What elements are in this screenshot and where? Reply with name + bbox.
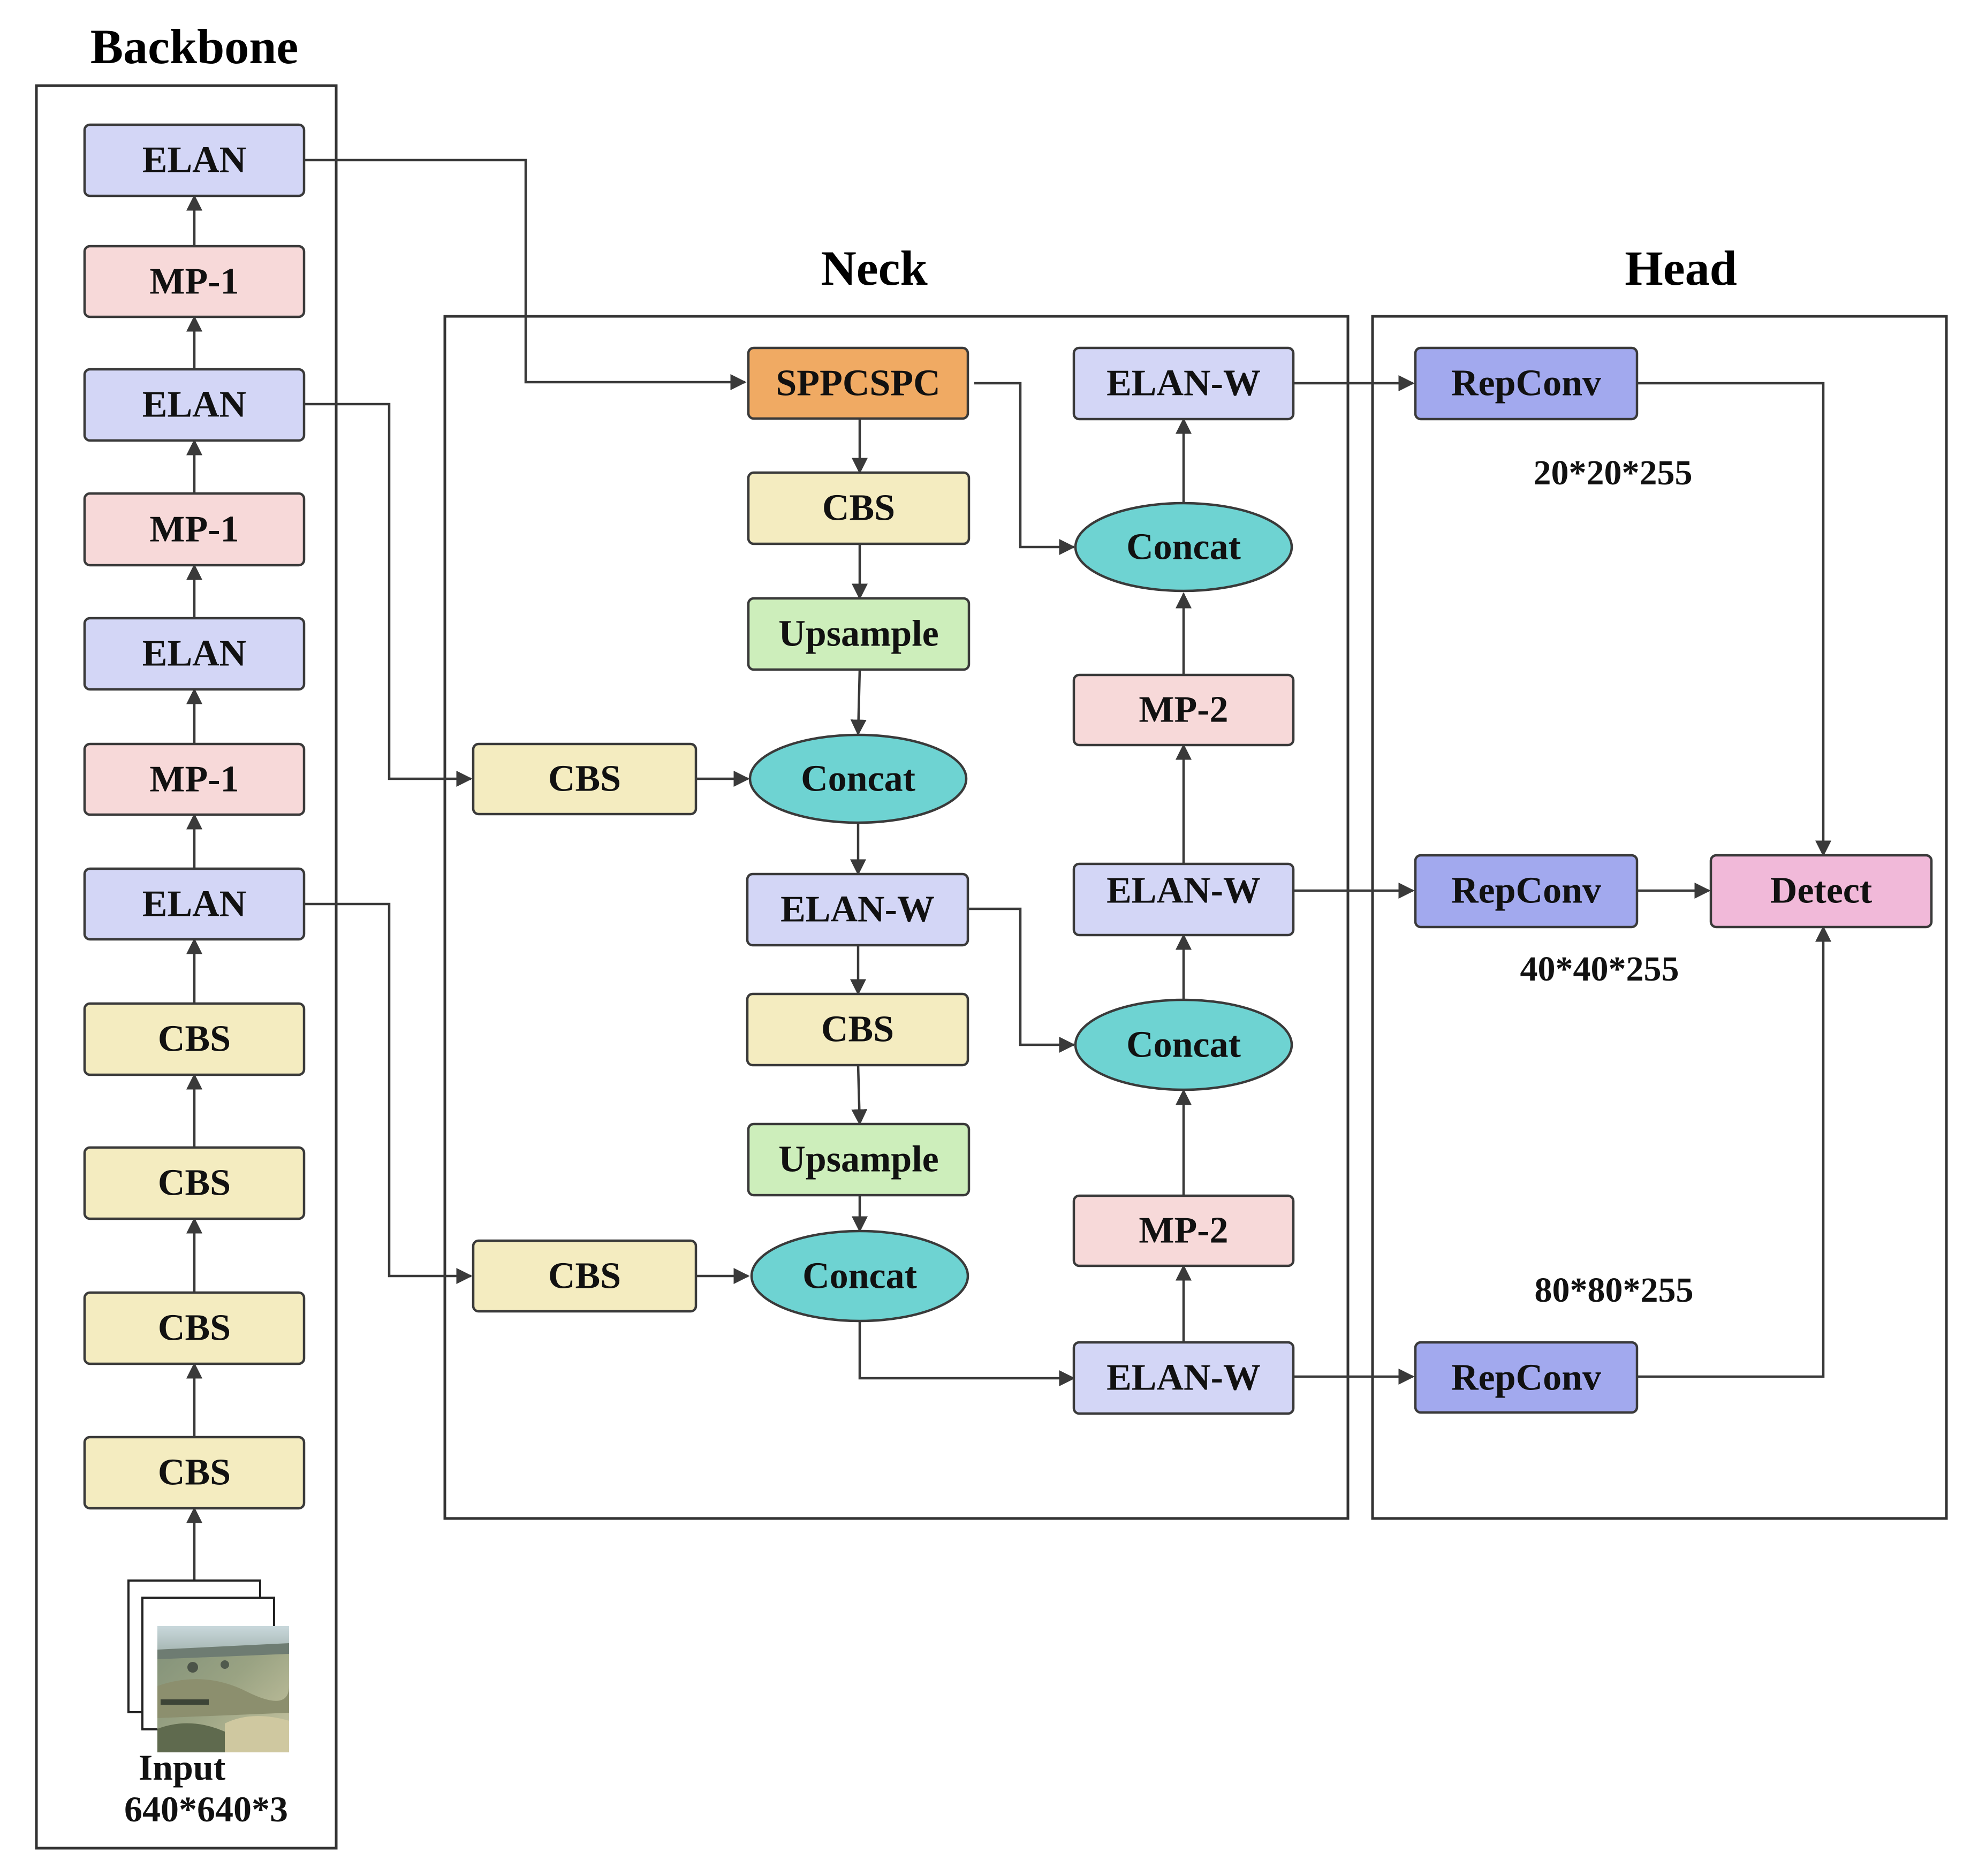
- backbone-elan-4: ELAN: [83, 123, 306, 198]
- neck-cbs-a-label: CBS: [822, 488, 895, 529]
- edge-elan4-sppcspc: [304, 158, 747, 390]
- neck-upsample-a: Upsample: [747, 597, 971, 671]
- edge-cbs-upsample2: [851, 1065, 868, 1126]
- neck-cbs-a: CBS: [747, 471, 971, 545]
- head-repconv-bottom: RepConv: [1414, 1341, 1639, 1414]
- edge-repconv-bottom-detect: [1637, 925, 1831, 1378]
- neck-elanw-a: ELAN-W: [746, 872, 969, 947]
- backbone-title: Backbone: [90, 19, 299, 74]
- neck-elanw-mid: ELAN-W: [1072, 862, 1295, 937]
- head-repconv-top: RepConv: [1414, 346, 1639, 421]
- neck-frame: [443, 315, 1350, 1520]
- neck-lateral-cbs-2: CBS: [472, 1239, 698, 1313]
- head-repconv-top-label: RepConv: [1451, 363, 1601, 404]
- head-title: Head: [1625, 241, 1737, 295]
- backbone-elan-4-label: ELAN: [142, 140, 246, 181]
- backbone-cbs-4-label: CBS: [158, 1019, 231, 1060]
- edge-elan1-cbs-lateral2: [304, 902, 473, 1284]
- neck-lateral-cbs-1: CBS: [472, 742, 698, 816]
- backbone-elan-1-label: ELAN: [142, 884, 246, 925]
- neck-concat-top-label: Concat: [1126, 527, 1241, 568]
- neck-elanw-bottom: ELAN-W: [1072, 1341, 1295, 1415]
- head-repconv-mid: RepConv: [1414, 854, 1639, 929]
- neck-mp2-top: MP-2: [1072, 673, 1295, 747]
- edge-elan3-cbs-lateral1: [304, 402, 473, 787]
- edge-sppcspc-concat-top: [974, 382, 1075, 555]
- backbone-mp1-1-label: MP-1: [149, 759, 239, 800]
- neck-elanw-top-label: ELAN-W: [1106, 363, 1261, 404]
- backbone-mp1-3-label: MP-1: [149, 261, 239, 302]
- edge-upsample-concat: [850, 669, 867, 736]
- input-size: 640*640*3: [124, 1789, 288, 1829]
- backbone-elan-2-label: ELAN: [142, 633, 246, 674]
- backbone-elan-3-label: ELAN: [142, 384, 246, 426]
- neck-elanw-bottom-label: ELAN-W: [1106, 1357, 1261, 1399]
- neck-concat-a: Concat: [748, 733, 968, 824]
- neck-concat-b: Concat: [750, 1229, 969, 1323]
- neck-mp2-bottom-label: MP-2: [1139, 1210, 1228, 1251]
- neck-elanw-a-label: ELAN-W: [780, 889, 935, 930]
- neck-upsample-a-label: Upsample: [778, 613, 938, 655]
- backbone-nodes: ELAN MP-1 ELAN MP-1 ELAN MP-1 ELAN CBS: [83, 123, 306, 1829]
- input-label: Input: [139, 1747, 226, 1788]
- head-dim-bottom: 80*80*255: [1535, 1271, 1694, 1310]
- edge-repconv-top-detect: [1637, 382, 1831, 857]
- neck-sppcspc: SPPCSPC: [747, 346, 969, 420]
- head-frame: [1371, 315, 1948, 1520]
- input-photo: [157, 1626, 289, 1752]
- backbone-cbs-2: CBS: [83, 1291, 306, 1365]
- backbone-cbs-3: CBS: [83, 1146, 306, 1220]
- backbone-elan-3: ELAN: [83, 368, 306, 442]
- edge-concat2-elanw-bottom: [858, 1321, 1075, 1386]
- head-dim-top: 20*20*255: [1534, 453, 1693, 492]
- neck-cbs-b-label: CBS: [821, 1009, 894, 1050]
- neck-concat-mid-label: Concat: [1126, 1024, 1241, 1066]
- neck-mp2-bottom: MP-2: [1072, 1194, 1295, 1267]
- backbone-cbs-1: CBS: [83, 1436, 306, 1510]
- backbone-cbs-1-label: CBS: [158, 1452, 231, 1493]
- backbone-elan-2: ELAN: [83, 617, 306, 691]
- neck-concat-mid: Concat: [1074, 998, 1293, 1091]
- head-nodes: RepConv 20*20*255 RepConv 40*40*255 RepC…: [1414, 346, 1933, 1414]
- backbone-mp1-2-label: MP-1: [149, 509, 239, 550]
- head-dim-mid: 40*40*255: [1520, 950, 1679, 989]
- head-repconv-mid-label: RepConv: [1451, 870, 1601, 912]
- backbone-frame: [35, 84, 338, 1850]
- backbone-elan-1: ELAN: [83, 867, 306, 941]
- backbone-cbs-2-label: CBS: [158, 1308, 231, 1349]
- neck-lateral-cbs-2-label: CBS: [548, 1256, 621, 1297]
- neck-upsample-b: Upsample: [747, 1122, 971, 1197]
- backbone-mp1-3: MP-1: [83, 245, 306, 318]
- neck-upsample-b-label: Upsample: [778, 1139, 938, 1180]
- backbone-mp1-1: MP-1: [83, 742, 306, 816]
- neck-concat-b-label: Concat: [802, 1256, 917, 1297]
- neck-title: Neck: [821, 241, 928, 295]
- input-image-stack: [127, 1579, 289, 1752]
- neck-concat-a-label: Concat: [801, 758, 915, 800]
- backbone-cbs-3-label: CBS: [158, 1163, 231, 1204]
- neck-nodes: SPPCSPC CBS Upsample Concat CBS ELAN-W C…: [472, 346, 1295, 1415]
- head-detect: Detect: [1709, 854, 1933, 929]
- neck-elanw-mid-label: ELAN-W: [1106, 870, 1261, 912]
- backbone-mp1-2: MP-1: [83, 492, 306, 567]
- neck-cbs-b: CBS: [746, 992, 969, 1067]
- edges: [186, 158, 1831, 1581]
- backbone-cbs-4: CBS: [83, 1002, 306, 1076]
- neck-lateral-cbs-1-label: CBS: [548, 758, 621, 800]
- neck-mp2-top-label: MP-2: [1139, 689, 1228, 731]
- edge-elanw-a-concat-mid: [968, 907, 1075, 1053]
- head-repconv-bottom-label: RepConv: [1451, 1357, 1601, 1399]
- neck-sppcspc-label: SPPCSPC: [776, 363, 940, 404]
- neck-concat-top: Concat: [1074, 502, 1293, 593]
- neck-elanw-top: ELAN-W: [1072, 346, 1295, 421]
- head-detect-label: Detect: [1770, 870, 1872, 912]
